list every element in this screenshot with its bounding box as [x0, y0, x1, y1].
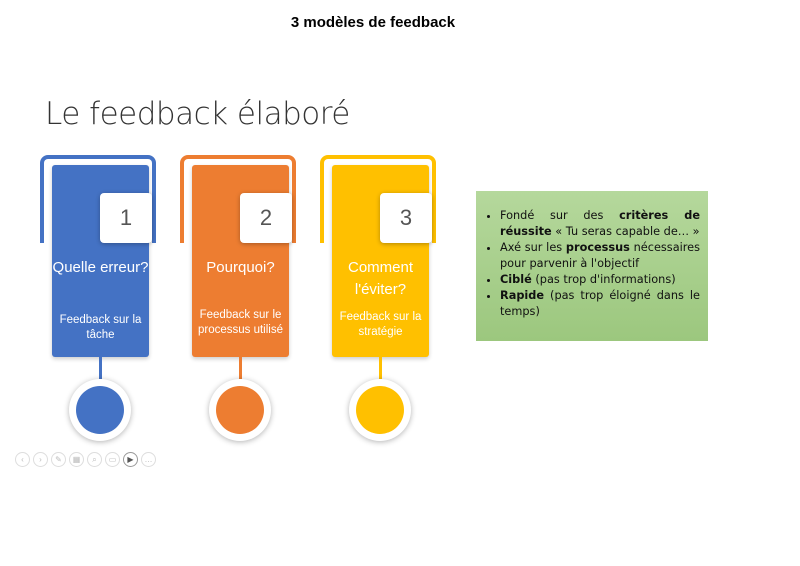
subtitles-icon[interactable]: ▭ [105, 452, 120, 467]
card-bracket [180, 155, 296, 243]
card-question: Quelle erreur? [52, 259, 149, 276]
card-bracket [40, 155, 156, 243]
criteria-bullet: Ciblé (pas trop d'informations) [500, 272, 700, 288]
card-circle [69, 379, 131, 441]
card-stem [379, 357, 382, 379]
page-header: 3 modèles de feedback [290, 14, 456, 31]
previous-icon[interactable]: ‹ [15, 452, 30, 467]
card-question: Comment l'éviter? [347, 259, 414, 298]
zoom-icon[interactable]: ⌕ [87, 452, 102, 467]
next-icon[interactable]: › [33, 452, 48, 467]
slides-icon[interactable]: ▦ [69, 452, 84, 467]
slideshow-controls: ‹›✎▦⌕▭▶… [15, 452, 156, 467]
slide-title: Le feedback élaboré [45, 96, 350, 132]
card-number: 1 [100, 193, 152, 243]
card-description: Feedback sur la tâche [59, 314, 142, 341]
criteria-bullet: Fondé sur des critères de réussite « Tu … [500, 208, 700, 240]
card-number: 2 [240, 193, 292, 243]
camera-icon[interactable]: ▶ [123, 452, 138, 467]
card-number: 3 [380, 193, 432, 243]
criteria-bullet: Rapide (pas trop éloigné dans le temps) [500, 288, 700, 320]
card-circle [349, 379, 411, 441]
pen-icon[interactable]: ✎ [51, 452, 66, 467]
criteria-bullet: Axé sur les processus nécessaires pour p… [500, 240, 700, 272]
card-description: Feedback sur la stratégie [339, 311, 422, 338]
card-bracket [320, 155, 436, 243]
more-icon[interactable]: … [141, 452, 156, 467]
card-question: Pourquoi? [206, 259, 275, 276]
criteria-box: Fondé sur des critères de réussite « Tu … [476, 191, 708, 341]
card-description: Feedback sur le processus utilisé [197, 309, 283, 336]
card-stem [239, 357, 242, 379]
card-stem [99, 357, 102, 379]
card-circle [209, 379, 271, 441]
